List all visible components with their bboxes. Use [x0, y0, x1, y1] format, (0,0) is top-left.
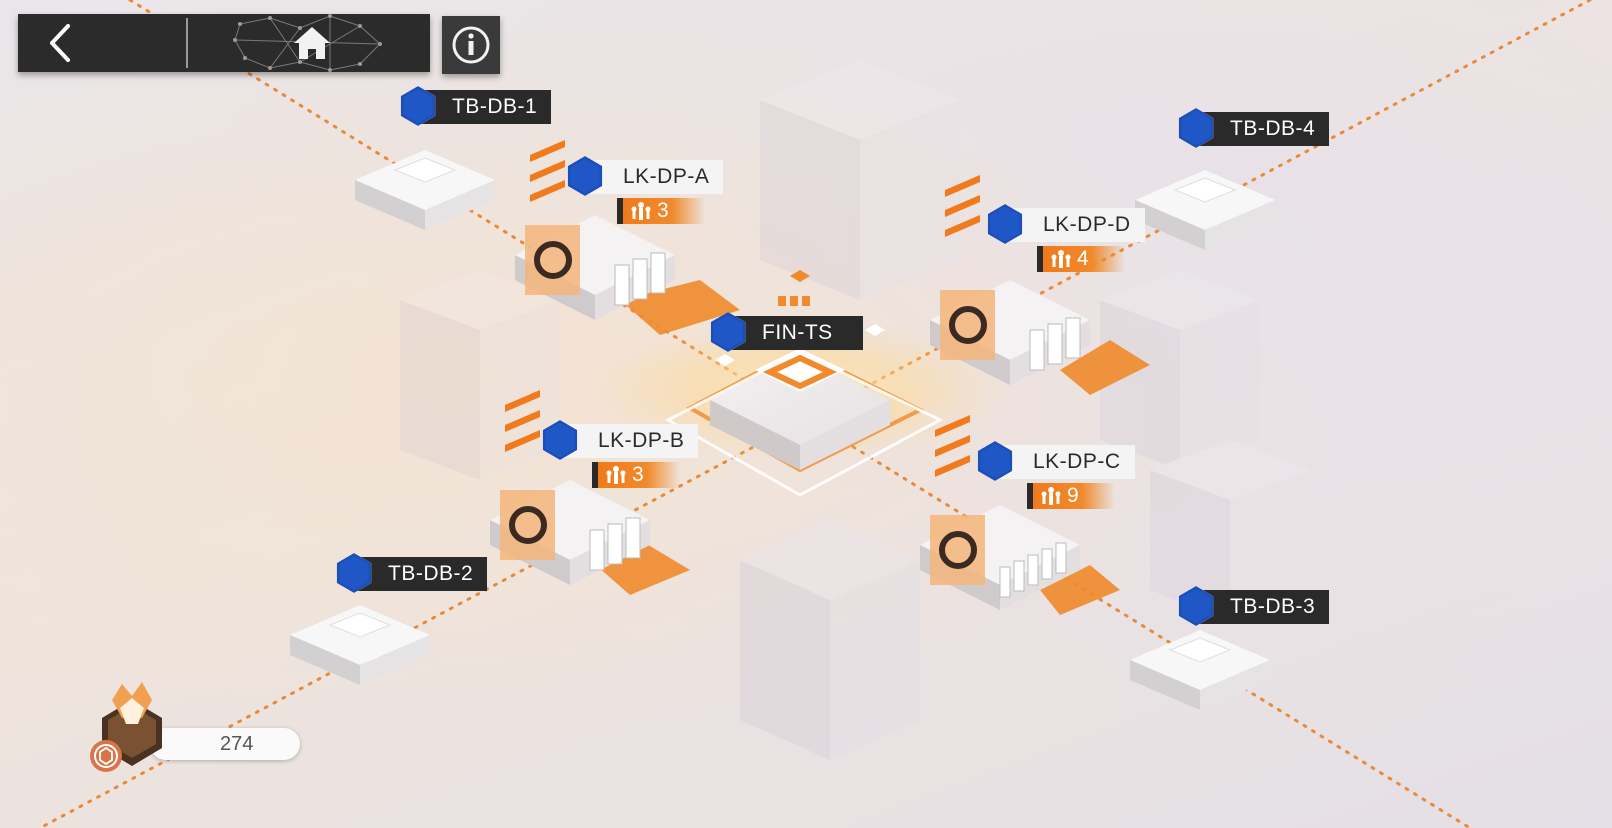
enemy-count-badge: 3: [617, 198, 705, 224]
node-label: TB-DB-1: [414, 90, 552, 124]
enemy-count-badge: 4: [1037, 246, 1125, 272]
chevron-left-icon: [50, 24, 70, 62]
enemy-count: 4: [1077, 247, 1089, 270]
currency-display: 274: [82, 682, 300, 772]
enemy-squad-icon: [631, 202, 651, 220]
info-button[interactable]: [442, 16, 500, 74]
currency-pill: [150, 728, 300, 760]
enemy-squad-icon: [1041, 487, 1061, 505]
home-button[interactable]: [190, 14, 430, 72]
enemy-count: 3: [632, 463, 644, 486]
enemy-count: 9: [1067, 484, 1079, 507]
team-hex-icon: [567, 156, 603, 196]
back-button[interactable]: [18, 14, 186, 72]
base-shadows: [590, 280, 1150, 615]
team-hex-icon: [987, 204, 1023, 244]
enemy-bases: [490, 140, 1090, 610]
team-hex-icon: [336, 553, 372, 593]
top-nav-bar: [18, 14, 430, 72]
enemy-count-badge: 9: [1027, 483, 1115, 509]
core-platform: [664, 270, 944, 497]
enemy-count-badge: 3: [592, 462, 680, 488]
nav-divider: [186, 18, 188, 68]
home-icon: [294, 27, 330, 59]
trophy-emblem-icon: [90, 682, 162, 772]
node-label: LK-DP-D: [1001, 208, 1145, 242]
node-label: LK-DP-B: [556, 424, 699, 458]
info-icon: [452, 26, 490, 64]
node-label: TB-DB-2: [350, 557, 488, 591]
enemy-squad-icon: [1051, 250, 1071, 268]
small-structures: [290, 150, 1275, 710]
node-label: TB-DB-3: [1192, 590, 1330, 624]
node-label: FIN-TS: [724, 316, 863, 350]
background-towers: [400, 60, 1310, 760]
node-label: TB-DB-4: [1192, 112, 1330, 146]
node-label: LK-DP-C: [991, 445, 1135, 479]
enemy-count: 3: [657, 199, 669, 222]
node-label: LK-DP-A: [581, 160, 724, 194]
team-hex-icon: [1178, 586, 1214, 626]
enemy-squad-icon: [606, 466, 626, 484]
currency-value: 274: [220, 733, 254, 755]
